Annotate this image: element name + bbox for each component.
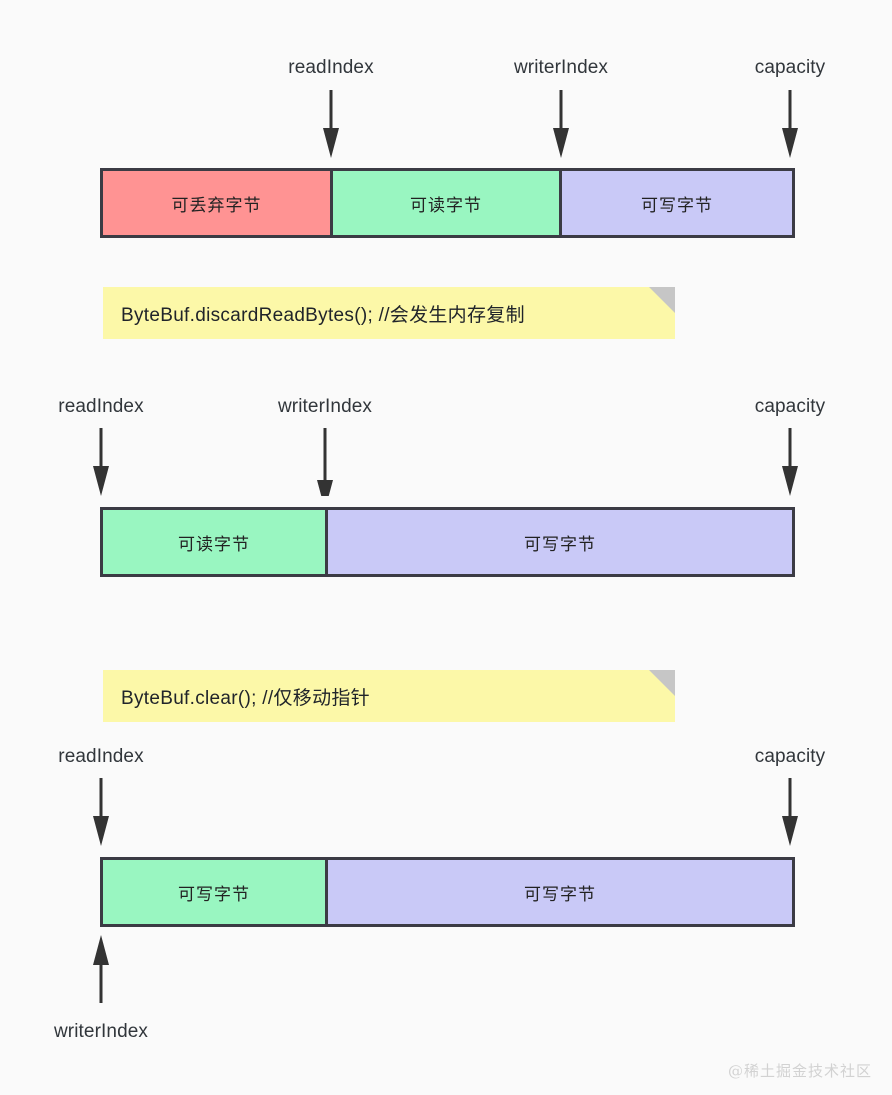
segment-writable-bytes-left-3: 可写字节: [103, 860, 329, 924]
note-clear-text: ByteBuf.clear(); //仅移动指针: [121, 687, 370, 709]
segment-writable-bytes: 可写字节: [562, 171, 792, 235]
segment-discardable-bytes: 可丢弃字节: [103, 171, 333, 235]
note-clear: ByteBuf.clear(); //仅移动指针: [103, 670, 675, 722]
arrow-down-read-index-3: [92, 778, 110, 846]
buffer-bar-after-discard: 可读字节 可写字节: [100, 507, 795, 577]
watermark: @稀土掘金技术社区: [727, 1062, 872, 1080]
label-writer-index-1: writerIndex: [513, 57, 609, 78]
label-capacity-2: capacity: [754, 396, 826, 417]
segment-readable-bytes: 可读字节: [333, 171, 563, 235]
label-read-index-1: readIndex: [288, 57, 374, 78]
label-writer-index-2: writerIndex: [277, 396, 373, 417]
arrow-down-writer-index-1: [552, 90, 570, 158]
arrow-down-capacity-1: [781, 90, 799, 158]
label-capacity-3: capacity: [754, 746, 826, 767]
segment-readable-bytes-2: 可读字节: [103, 510, 329, 574]
note-discard-read-bytes-text: ByteBuf.discardReadBytes(); //会发生内存复制: [121, 304, 525, 326]
arrow-down-read-index-2: [92, 428, 110, 496]
arrow-down-capacity-2: [781, 428, 799, 496]
arrow-down-writer-index-2: [316, 428, 334, 496]
buffer-bar-after-clear: 可写字节 可写字节: [100, 857, 795, 927]
label-writer-index-3: writerIndex: [53, 1021, 149, 1042]
note-fold-corner-icon: [649, 287, 675, 313]
arrow-up-writer-index-3: [92, 935, 110, 1003]
label-read-index-3: readIndex: [58, 746, 144, 767]
buffer-bar-initial: 可丢弃字节 可读字节 可写字节: [100, 168, 795, 238]
note-fold-corner-icon-2: [649, 670, 675, 696]
arrow-down-capacity-3: [781, 778, 799, 846]
arrow-down-read-index-1: [322, 90, 340, 158]
label-capacity-1: capacity: [754, 57, 826, 78]
segment-writable-bytes-2: 可写字节: [328, 510, 792, 574]
label-read-index-2: readIndex: [58, 396, 144, 417]
note-discard-read-bytes: ByteBuf.discardReadBytes(); //会发生内存复制: [103, 287, 675, 339]
segment-writable-bytes-right-3: 可写字节: [328, 860, 792, 924]
